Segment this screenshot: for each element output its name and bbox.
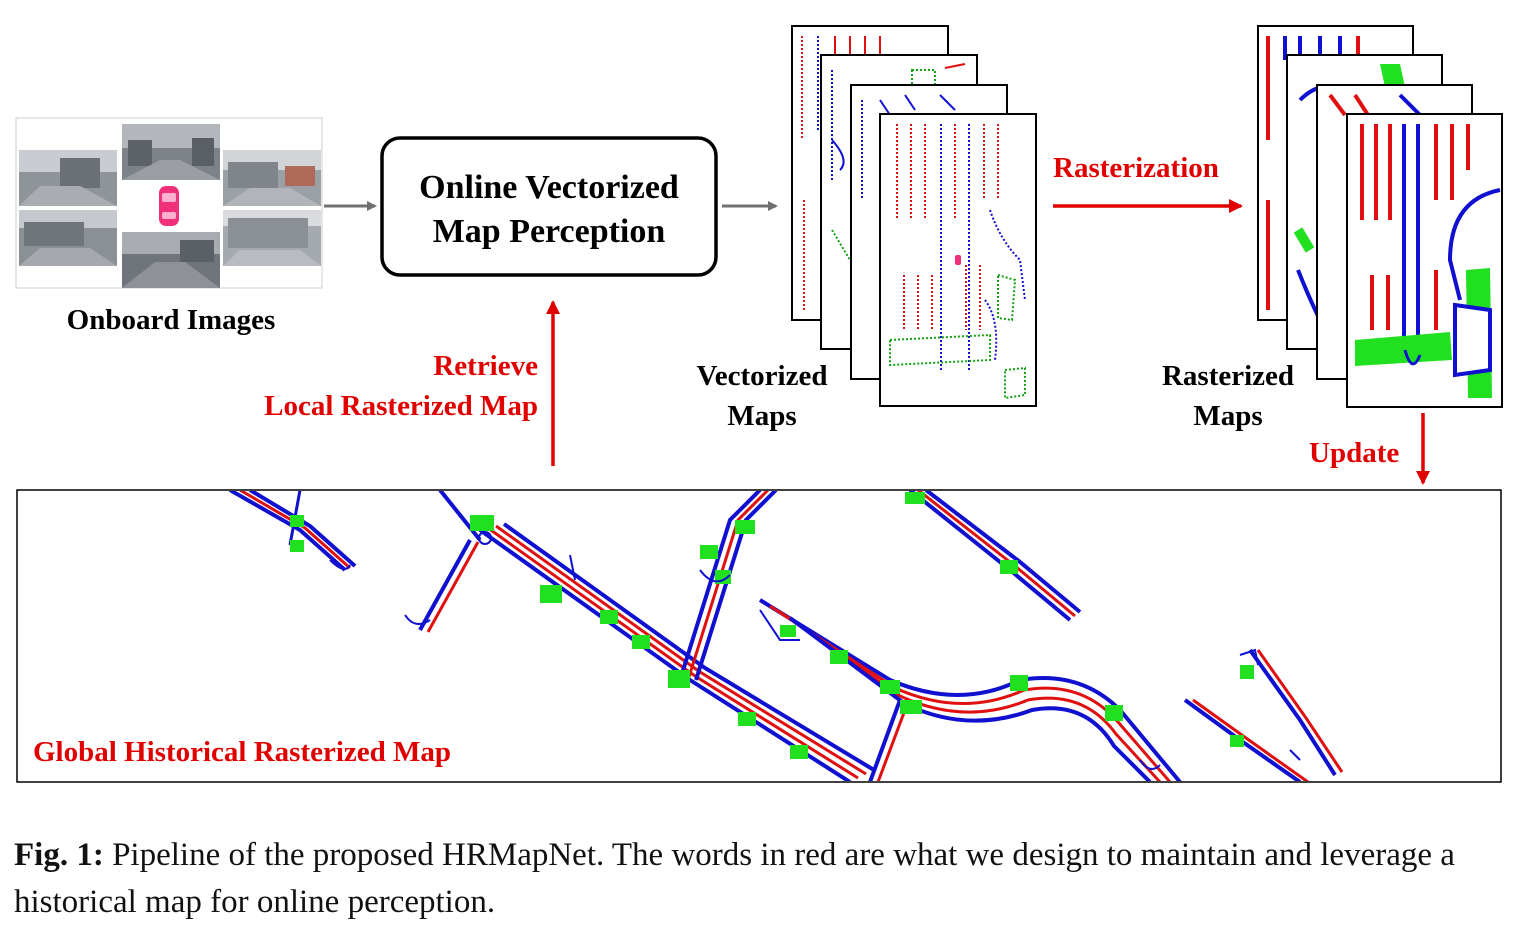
- global-historical-map: [16, 489, 1502, 783]
- rasterized-label-line2: Maps: [1193, 400, 1263, 432]
- vectorized-maps-label: Vectorized Maps: [680, 356, 844, 436]
- camera-back: [122, 232, 220, 288]
- pipeline-diagram: [15, 25, 1503, 783]
- figure-caption: Fig. 1: Pipeline of the proposed HRMapNe…: [14, 832, 1504, 926]
- retrieve-label-line2: Local Rasterized Map: [264, 390, 538, 422]
- camera-front: [122, 124, 220, 180]
- perception-module-box: [380, 136, 718, 277]
- camera-front-right: [223, 150, 321, 206]
- camera-back-right: [223, 210, 321, 266]
- rasterized-label-line1: Rasterized: [1161, 360, 1295, 392]
- vectorized-maps-stack: [791, 25, 1037, 407]
- rasterization-label: Rasterization: [1053, 152, 1219, 184]
- vectorized-label-line1: Vectorized: [696, 360, 828, 392]
- crossings: [290, 492, 1254, 759]
- caption-prefix: Fig. 1:: [14, 837, 104, 873]
- ego-car-icon: [159, 186, 179, 226]
- global-map-label: Global Historical Rasterized Map: [33, 736, 452, 768]
- perception-module-label: Online Vectorized Map Perception: [382, 166, 716, 254]
- vectorized-label-line2: Maps: [727, 400, 797, 432]
- rasterized-maps-label: Rasterized Maps: [1146, 356, 1310, 436]
- camera-back-left: [19, 210, 117, 266]
- retrieve-label-line1: Retrieve: [433, 350, 538, 382]
- perception-label-line1: Online Vectorized: [419, 169, 679, 206]
- onboard-images: [15, 117, 323, 289]
- camera-front-left: [19, 150, 117, 206]
- onboard-images-label: Onboard Images: [66, 304, 276, 336]
- map-clutter: [329, 531, 1301, 770]
- caption-text: Pipeline of the proposed HRMapNet. The w…: [14, 837, 1455, 920]
- rasterized-maps-stack: [1257, 25, 1503, 408]
- retrieve-label: Retrieve Local Rasterized Map: [180, 346, 538, 426]
- road-segment-upper-left: [229, 491, 482, 633]
- perception-label-line2: Map Perception: [432, 213, 666, 250]
- update-label: Update: [1309, 437, 1400, 469]
